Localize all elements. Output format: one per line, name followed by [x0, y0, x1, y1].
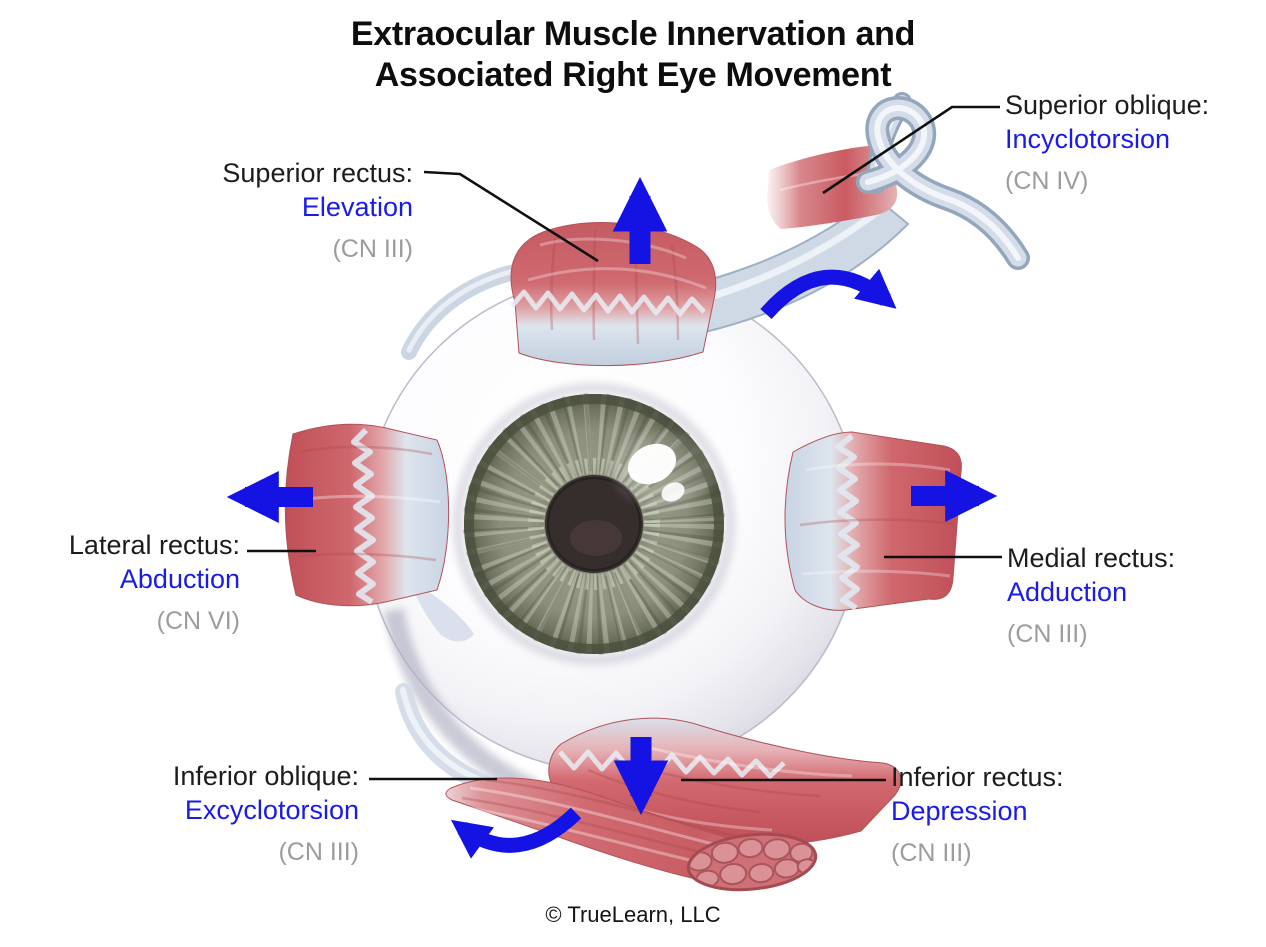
muscle-name: Medial rectus: — [1007, 543, 1176, 573]
movement-arrows — [226, 176, 998, 859]
tendon-sliver — [414, 586, 474, 642]
tendon-highlight — [400, 687, 491, 786]
muscle-sheen — [297, 494, 441, 504]
inferior-oblique-cross-section — [686, 832, 818, 892]
muscle-name: Inferior oblique: — [172, 761, 359, 791]
medial-rectus-body — [784, 431, 962, 611]
iris-inner-collar — [528, 458, 660, 590]
muscle-action: Elevation — [301, 192, 413, 222]
tendon-jagged-edge — [510, 289, 706, 317]
muscle-fibers — [299, 445, 437, 562]
superior-rectus-body — [510, 222, 717, 367]
tendon-jagged-edge — [835, 433, 860, 611]
cornea-shadow-ring — [453, 383, 735, 665]
pupil-inner-tint — [570, 520, 622, 556]
cranial-nerve: (CN IV) — [1005, 167, 1089, 195]
label-inferior-rectus: Inferior rectus: Depression (CN III) — [891, 760, 1064, 868]
cranial-nerve: (CN III) — [891, 839, 972, 867]
leader-superior-rectus — [423, 170, 599, 263]
leader-superior-oblique — [822, 105, 1000, 195]
label-lateral-rectus: Lateral rectus: Abduction (CN VI) — [69, 528, 240, 636]
muscle-fascicles — [687, 838, 817, 888]
title-line-1: Extraocular Muscle Innervation and — [350, 15, 916, 53]
muscle-name: Inferior rectus: — [891, 762, 1064, 792]
muscle-name: Superior oblique: — [1005, 90, 1210, 120]
tendon-jagged-edge — [558, 749, 786, 779]
muscle-name: Lateral rectus: — [68, 530, 240, 560]
copyright-text: © TrueLearn, LLC — [545, 902, 721, 927]
cranial-nerve: (CN III) — [332, 235, 413, 263]
iris-highlight-small — [661, 482, 685, 502]
muscle-sheen — [527, 237, 707, 290]
muscle-action: Excyclotorsion — [184, 795, 359, 825]
pupil — [547, 477, 641, 571]
cranial-nerve: (CN III) — [278, 838, 359, 866]
trochlea-tendon-loop — [856, 92, 1030, 270]
tendon-crescent-highlight — [406, 268, 517, 353]
iris-light-spokes — [464, 394, 724, 654]
muscle-fibers — [799, 518, 955, 527]
tendon-jagged-edge — [351, 427, 376, 605]
muscle-action: Adduction — [1007, 577, 1128, 607]
incyclotorsion-curved-arrow — [760, 268, 897, 320]
iris — [453, 383, 735, 665]
label-superior-oblique: Superior oblique: Incyclotorsion (CN IV) — [1005, 88, 1209, 196]
title-line-2: Associated Right Eye Movement — [374, 56, 892, 94]
muscle-sheen — [801, 462, 951, 578]
figure-title: Extraocular Muscle Innervation and Assoc… — [0, 14, 1266, 96]
iris-outer-rim — [464, 394, 724, 654]
muscle-action: Incyclotorsion — [1005, 124, 1171, 154]
muscle-action: Abduction — [119, 564, 240, 594]
cranial-nerve: (CN VI) — [156, 607, 240, 635]
superior-rectus-muscle — [510, 222, 717, 367]
label-medial-rectus: Medial rectus: Adduction (CN III) — [1007, 541, 1175, 649]
iris-highlight — [627, 443, 677, 485]
excyclotorsion-curved-arrow — [450, 807, 582, 859]
lateral-rectus-muscle — [284, 423, 474, 642]
leader-lines — [247, 105, 1002, 782]
pupil-edge — [545, 475, 643, 573]
globe-bottom-shading — [384, 608, 540, 800]
label-superior-rectus: Superior rectus: Elevation (CN III) — [222, 156, 413, 264]
muscle-action: Depression — [891, 796, 1028, 826]
muscle-name: Superior rectus: — [222, 158, 413, 188]
medial-rectus-muscle — [784, 431, 962, 611]
cranial-nerve: (CN III) — [1007, 620, 1088, 648]
label-inferior-oblique: Inferior oblique: Excyclotorsion (CN III… — [173, 759, 359, 867]
muscle-fibers — [549, 229, 680, 345]
